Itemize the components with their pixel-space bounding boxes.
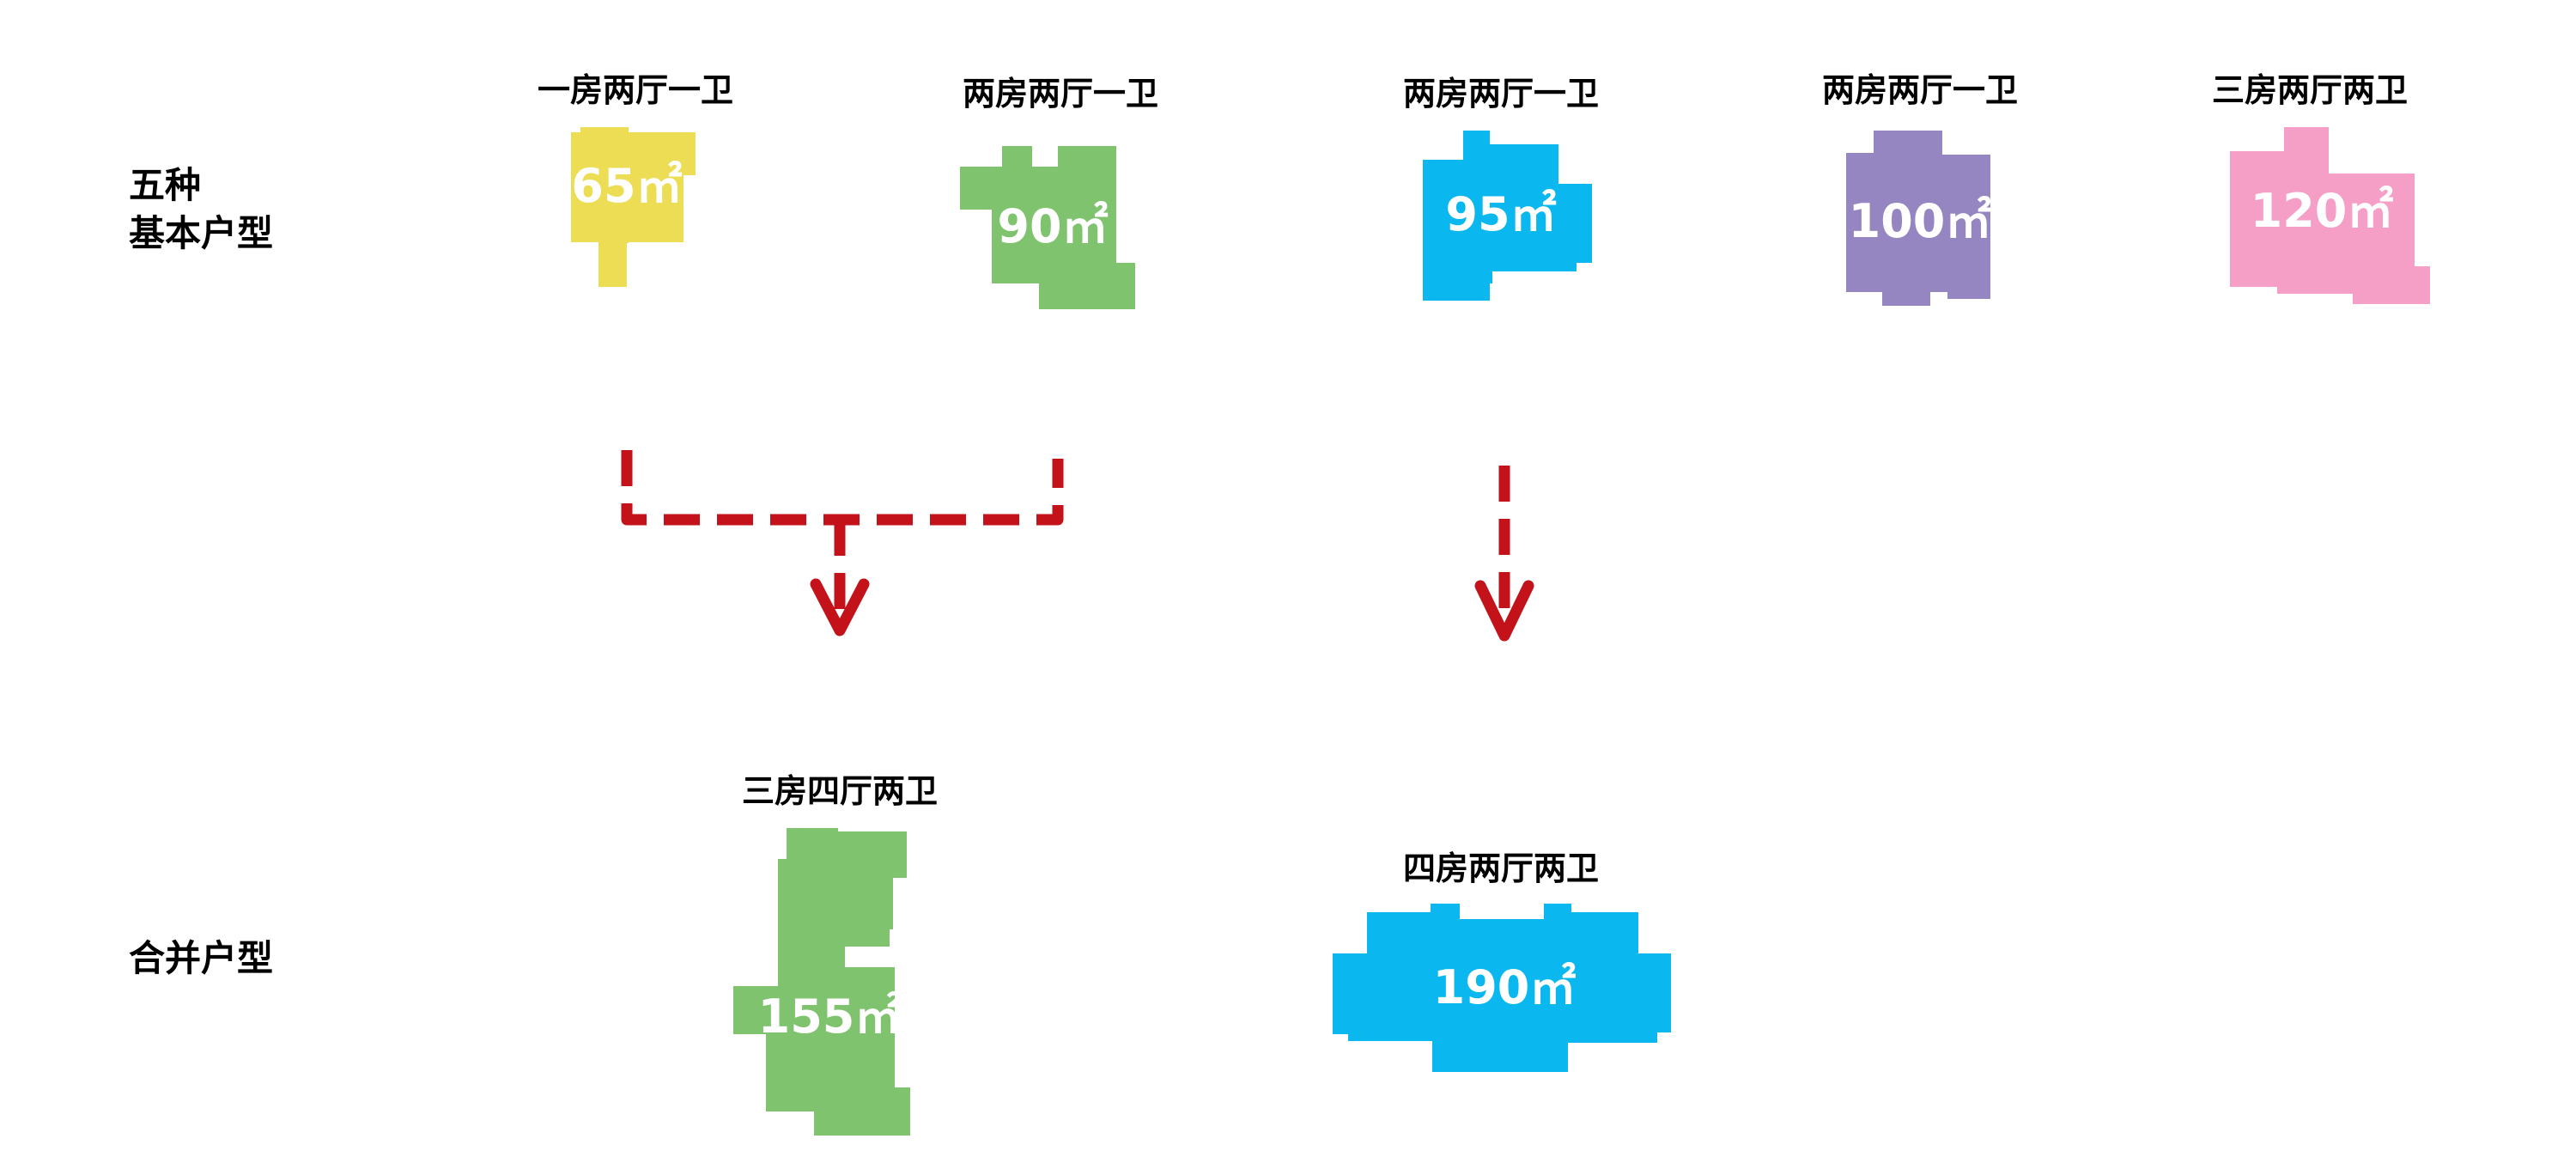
unit-190-name: 四房两厅两卫 (1402, 850, 1599, 887)
unit-90-area: 90㎡ (997, 199, 1108, 253)
unit-155-shape (733, 828, 910, 1136)
unit-65-plan: 65㎡ (571, 127, 696, 287)
unit-120-shape (2230, 127, 2430, 304)
basic-row-label-line2: 基本户型 (129, 212, 274, 254)
basic-row-label-line1: 五种 (129, 164, 202, 206)
unit-190-shape (1333, 904, 1671, 1072)
unit-65-name: 一房两厅一卫 (537, 71, 733, 109)
merge-arrow-left-head (810, 578, 870, 636)
unit-95-shape (1423, 131, 1592, 301)
unit-155-area: 155㎡ (758, 990, 902, 1044)
merge-arrow-left (621, 450, 1064, 636)
merged-row-label: 合并户型 (129, 937, 274, 979)
merge-arrow-right (1474, 466, 1534, 642)
unit-120-name: 三房两厅两卫 (2211, 71, 2408, 109)
unit-100-plan: 100㎡ (1846, 131, 1991, 306)
unit-95-plan: 95㎡ (1423, 131, 1592, 301)
merge-arrow-right-head (1474, 580, 1534, 642)
merge-arrow-left-bracket (621, 450, 1064, 526)
unit-190-plan: 190㎡ (1333, 904, 1671, 1072)
unit-90-shape (960, 146, 1135, 309)
unit-120-area: 120㎡ (2251, 184, 2394, 238)
unit-100-area: 100㎡ (1849, 194, 1992, 248)
unit-90-name: 两房两厅一卫 (962, 75, 1158, 113)
unit-65-area: 65㎡ (571, 159, 682, 213)
basic-units-row-label: 五种 基本户型 (129, 161, 273, 258)
unit-90-plan: 90㎡ (960, 146, 1135, 309)
unit-65-shape (571, 127, 696, 287)
unit-100-shape (1846, 131, 1990, 306)
unit-95-name: 两房两厅一卫 (1402, 75, 1599, 113)
unit-190-area: 190㎡ (1433, 960, 1577, 1014)
unit-95-area: 95㎡ (1445, 187, 1556, 241)
merged-units-row-label: 合并户型 (129, 935, 273, 983)
unit-120-plan: 120㎡ (2230, 127, 2430, 304)
unit-155-name: 三房四厅两卫 (741, 772, 938, 810)
unit-155-plan: 155㎡ (733, 828, 910, 1136)
unit-100-name: 两房两厅一卫 (1821, 71, 2018, 109)
